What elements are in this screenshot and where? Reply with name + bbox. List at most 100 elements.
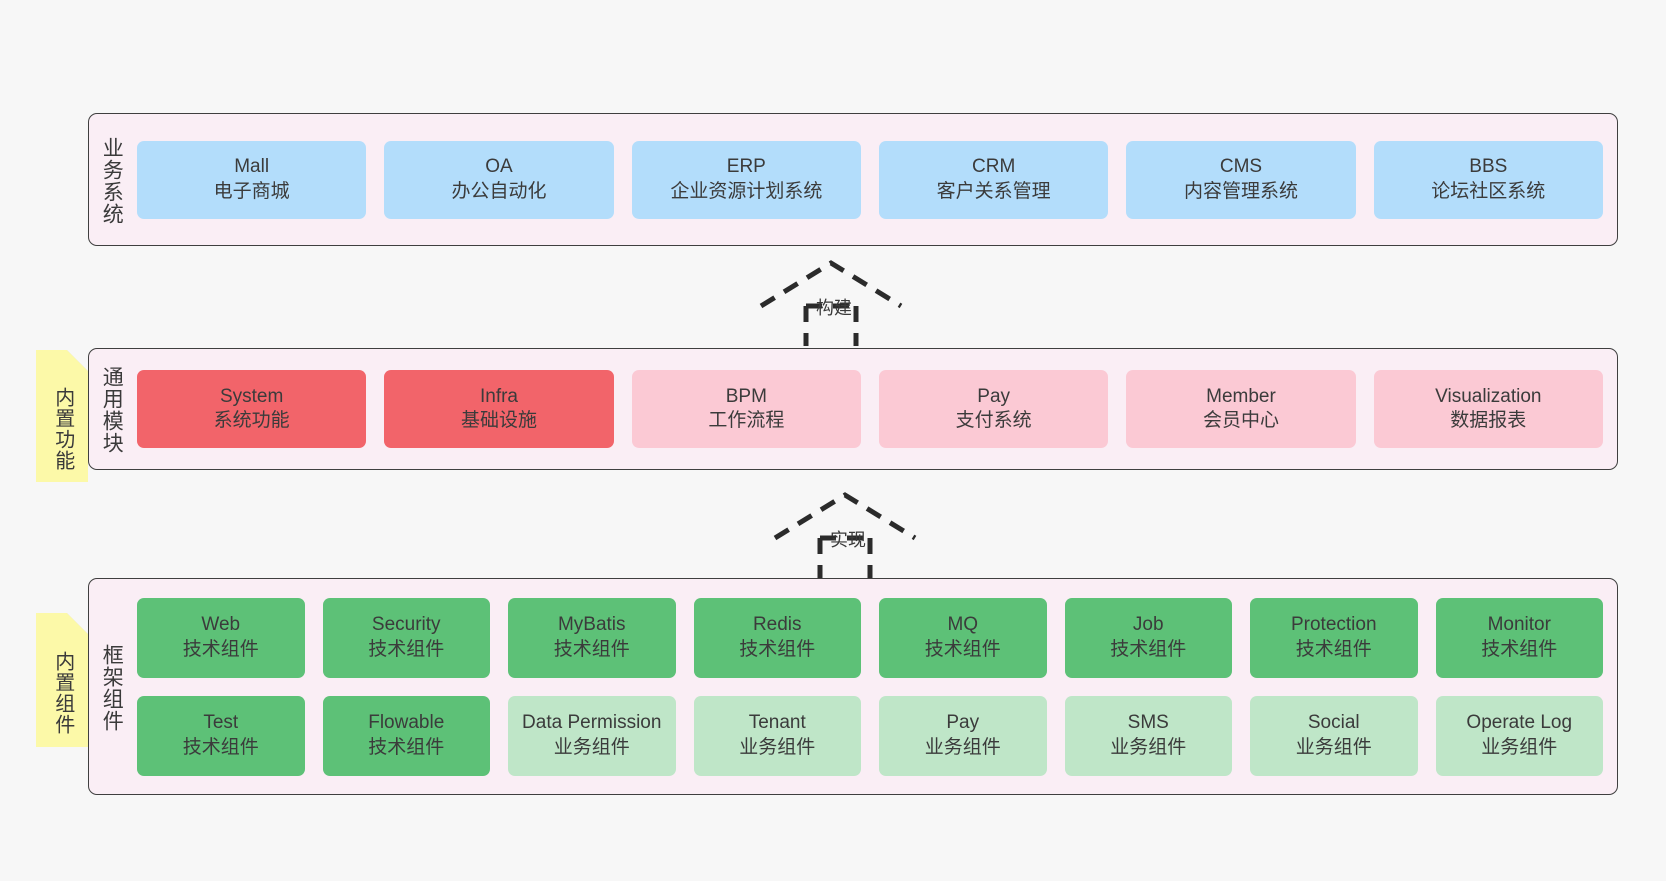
module-name-cn: 企业资源计划系统 [670, 180, 823, 202]
component-name-cn: 技术组件 [368, 638, 445, 660]
component-name-en: Security [371, 614, 441, 636]
note-label: 内置功能 [51, 387, 74, 471]
arrow-head-shape [759, 260, 903, 309]
arrow-build: 构建 [756, 258, 906, 348]
module-pay[interactable]: Pay 支付系统 [878, 370, 1109, 448]
component-name-cn: 业务组件 [1295, 736, 1372, 758]
arrow-shaft-shape [803, 303, 859, 346]
module-mall[interactable]: Mall 电子商城 [137, 140, 367, 219]
component-security[interactable]: Security 技术组件 [322, 597, 490, 678]
component-pay[interactable]: Pay 业务组件 [879, 695, 1047, 776]
module-name-en: BBS [1469, 156, 1508, 178]
layer-row: Mall 电子商城 OA 办公自动化 ERP 企业资源计划系统 CRM 客户关系… [137, 140, 1603, 219]
layer-row: Web 技术组件 Security 技术组件 MyBatis 技术组件 Redi… [137, 597, 1603, 678]
module-name-cn: 工作流程 [708, 410, 785, 431]
component-data-permission[interactable]: Data Permission 业务组件 [508, 695, 676, 776]
component-name-en: Operate Log [1466, 712, 1573, 734]
module-name-en: System [219, 385, 284, 407]
component-name-en: Job [1132, 614, 1164, 636]
arrow-implement: 实现 [770, 490, 920, 580]
module-name-en: BPM [725, 385, 767, 407]
component-social[interactable]: Social 业务组件 [1250, 695, 1418, 776]
component-name-cn: 技术组件 [1110, 638, 1187, 660]
component-test[interactable]: Test 技术组件 [137, 695, 305, 776]
module-system[interactable]: System 系统功能 [137, 370, 367, 448]
layer-business-system: 业务系统 Mall 电子商城 OA 办公自动化 ERP 企业资源计划系统 CRM… [88, 113, 1618, 246]
component-name-en: Flowable [368, 712, 445, 734]
component-name-en: Social [1307, 712, 1360, 734]
module-name-cn: 基础设施 [460, 410, 537, 431]
module-erp[interactable]: ERP 企业资源计划系统 [631, 140, 861, 219]
component-name-en: MQ [947, 614, 979, 636]
module-bpm[interactable]: BPM 工作流程 [631, 370, 861, 448]
arrow-shaft-shape [817, 535, 873, 578]
note-builtin-components: 内置组件 [36, 613, 88, 747]
component-name-cn: 技术组件 [182, 638, 259, 660]
arrow-head-shape [773, 492, 917, 541]
component-name-en: Test [203, 712, 239, 734]
layer-framework-component: 框架组件 Web 技术组件 Security 技术组件 MyBatis 技术组件… [88, 578, 1618, 795]
layer-common-module: 通用模块 System 系统功能 Infra 基础设施 BPM 工作流程 Pay… [88, 348, 1618, 470]
component-name-en: Protection [1290, 614, 1377, 636]
component-web[interactable]: Web 技术组件 [137, 597, 305, 678]
component-name-cn: 技术组件 [1481, 638, 1558, 660]
component-name-cn: 业务组件 [1110, 736, 1187, 758]
module-member[interactable]: Member 会员中心 [1126, 370, 1356, 448]
component-operate-log[interactable]: Operate Log 业务组件 [1435, 695, 1603, 776]
layer-body-framework-component: Web 技术组件 Security 技术组件 MyBatis 技术组件 Redi… [133, 579, 1617, 794]
module-name-en: Mall [234, 156, 270, 178]
component-name-cn: 业务组件 [924, 736, 1001, 758]
module-name-en: Pay [977, 385, 1011, 407]
component-protection[interactable]: Protection 技术组件 [1250, 597, 1418, 678]
component-redis[interactable]: Redis 技术组件 [693, 597, 861, 678]
component-name-cn: 技术组件 [924, 638, 1001, 660]
module-infra[interactable]: Infra 基础设施 [384, 370, 614, 448]
layer-body-business-system: Mall 电子商城 OA 办公自动化 ERP 企业资源计划系统 CRM 客户关系… [133, 114, 1617, 245]
component-mq[interactable]: MQ 技术组件 [879, 597, 1047, 678]
module-name-cn: 论坛社区系统 [1431, 180, 1546, 202]
module-name-en: Infra [479, 385, 518, 407]
arrow-label-build: 构建 [816, 298, 852, 318]
module-cms[interactable]: CMS 内容管理系统 [1126, 140, 1356, 219]
layer-row: System 系统功能 Infra 基础设施 BPM 工作流程 Pay 支付系统… [137, 370, 1603, 448]
component-name-cn: 技术组件 [739, 638, 816, 660]
layer-title-common-module: 通用模块 [100, 366, 124, 454]
layer-row: Test 技术组件 Flowable 技术组件 Data Permission … [137, 695, 1603, 776]
module-crm[interactable]: CRM 客户关系管理 [878, 140, 1109, 219]
layer-body-common-module: System 系统功能 Infra 基础设施 BPM 工作流程 Pay 支付系统… [133, 349, 1617, 469]
module-name-cn: 系统功能 [213, 410, 290, 431]
module-name-cn: 数据报表 [1450, 410, 1527, 431]
arrow-label-implement: 实现 [830, 530, 866, 550]
component-name-en: Data Permission [522, 712, 662, 734]
component-name-cn: 技术组件 [1295, 638, 1372, 660]
layer-title-framework-component: 框架组件 [100, 643, 124, 732]
component-name-cn: 技术组件 [182, 736, 259, 758]
module-name-cn: 支付系统 [955, 410, 1032, 431]
module-visualization[interactable]: Visualization 数据报表 [1373, 370, 1603, 448]
component-name-en: SMS [1127, 712, 1169, 734]
component-job[interactable]: Job 技术组件 [1064, 597, 1232, 678]
note-label: 内置组件 [51, 651, 74, 735]
component-flowable[interactable]: Flowable 技术组件 [322, 695, 490, 776]
component-name-cn: 业务组件 [1481, 736, 1558, 758]
component-name-cn: 业务组件 [553, 736, 630, 758]
layer-title-business-system: 业务系统 [100, 136, 124, 225]
component-name-en: Pay [946, 712, 980, 734]
module-bbs[interactable]: BBS 论坛社区系统 [1373, 140, 1603, 219]
component-name-cn: 技术组件 [553, 638, 630, 660]
module-name-cn: 电子商城 [213, 180, 290, 202]
module-oa[interactable]: OA 办公自动化 [384, 140, 614, 219]
component-name-en: Redis [752, 614, 802, 636]
module-name-en: Member [1206, 385, 1276, 407]
component-name-cn: 技术组件 [368, 736, 445, 758]
module-name-en: OA [485, 156, 513, 178]
component-mybatis[interactable]: MyBatis 技术组件 [508, 597, 676, 678]
module-name-en: CMS [1219, 156, 1263, 178]
component-name-en: MyBatis [557, 614, 626, 636]
component-tenant[interactable]: Tenant 业务组件 [693, 695, 861, 776]
module-name-en: Visualization [1435, 385, 1542, 407]
component-monitor[interactable]: Monitor 技术组件 [1435, 597, 1603, 678]
module-name-en: CRM [972, 156, 1016, 178]
component-sms[interactable]: SMS 业务组件 [1064, 695, 1232, 776]
module-name-en: ERP [726, 156, 766, 178]
